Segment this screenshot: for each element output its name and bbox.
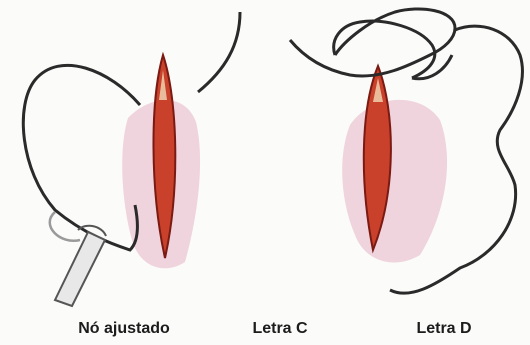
panel-letra-c-d [290,9,522,293]
illustration [0,0,530,320]
caption-letra-c: Letra C [252,320,307,338]
panel-no-ajustado [23,12,240,306]
caption-letra-d: Letra D [416,320,471,338]
caption-no-ajustado: Nó ajustado [78,320,170,338]
skin-bruise [342,100,447,263]
